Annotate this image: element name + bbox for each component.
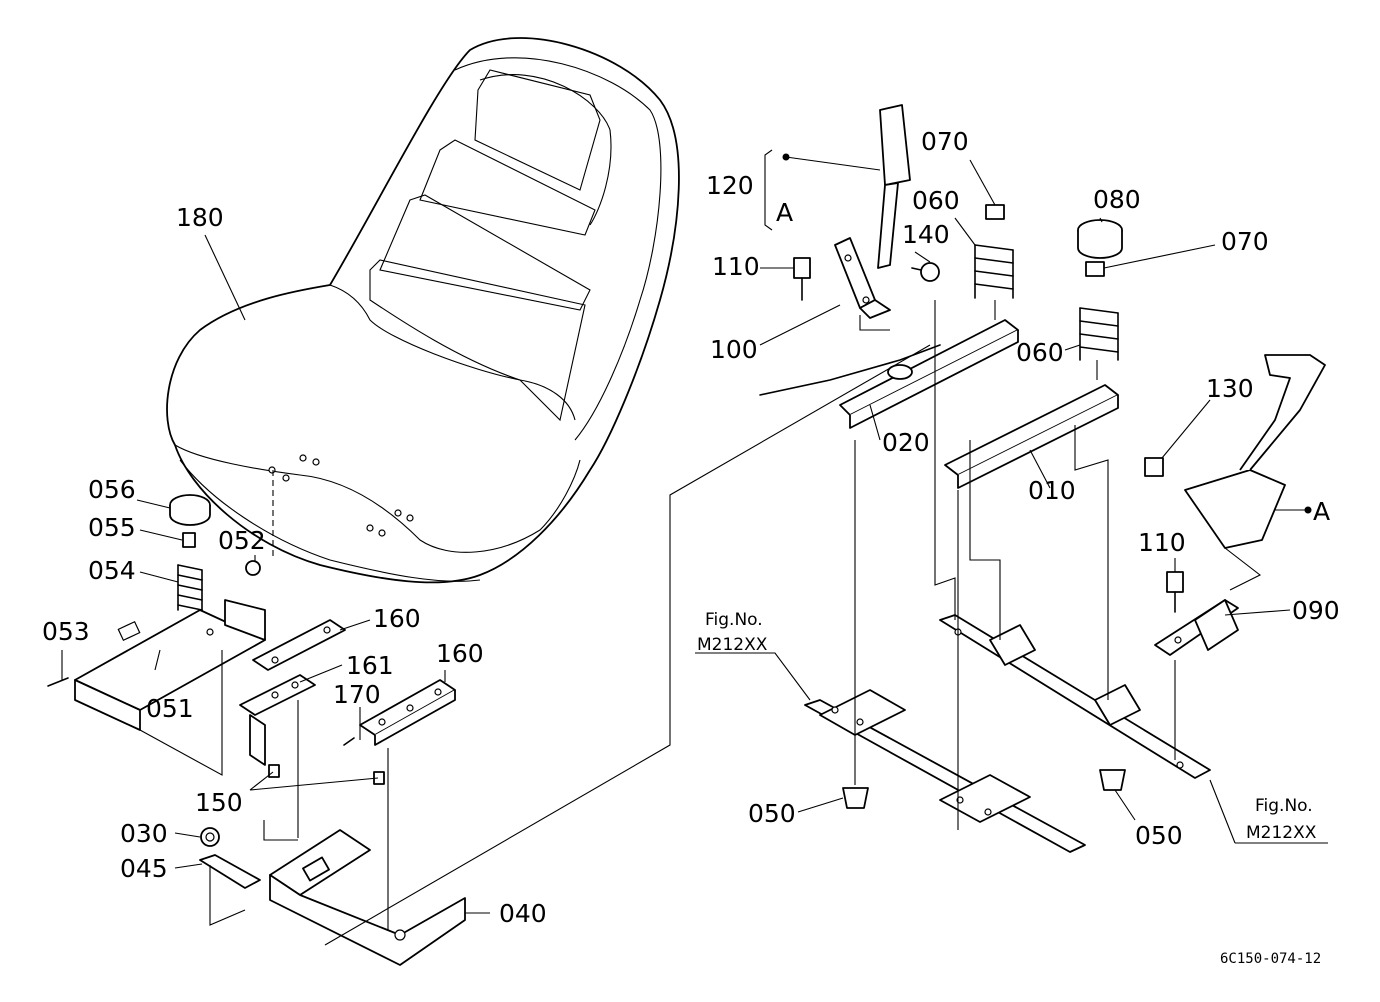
label-a-lower: A [1313, 497, 1330, 526]
label-160-upper: 160 [373, 604, 421, 633]
spring-054 [177, 564, 203, 611]
seat-belt-buckle-120 [764, 104, 911, 269]
label-045: 045 [120, 854, 168, 883]
bolt-140 [911, 262, 940, 282]
plate-045 [199, 854, 261, 889]
label-040: 040 [499, 899, 547, 928]
bolt-110b [1166, 571, 1184, 613]
plate-160b [359, 679, 456, 746]
label-070-upper: 070 [921, 127, 969, 156]
label-060-upper: 060 [912, 186, 960, 215]
part-labels: 180 056 055 054 053 052 051 160 161 160 … [42, 127, 1340, 928]
pin-052 [245, 560, 261, 576]
fig-ref-right-line1: Fig.No. [1255, 796, 1313, 816]
slide-rail-020 [759, 319, 1019, 429]
nut-030 [200, 827, 220, 847]
label-150: 150 [195, 788, 243, 817]
nut-055 [182, 532, 196, 548]
floor-rail-right [939, 614, 1211, 779]
leader-lines-left [139, 344, 931, 946]
cap-056 [169, 494, 211, 526]
label-051: 051 [146, 694, 194, 723]
bracket-051 [74, 599, 266, 731]
label-010: 010 [1028, 476, 1076, 505]
pin-170 [343, 737, 355, 746]
nut-050a [842, 787, 869, 809]
label-leaders [61, 156, 1328, 914]
label-055: 055 [88, 513, 136, 542]
label-070-lower: 070 [1221, 227, 1269, 256]
bolt-110a [793, 257, 811, 301]
label-161: 161 [346, 651, 394, 680]
slide-rail-010 [944, 384, 1119, 489]
cap-080 [1077, 219, 1123, 259]
drawing-code: 6C150-074-12 [1220, 951, 1321, 967]
label-053: 053 [42, 617, 90, 646]
base-bracket-040 [269, 829, 466, 966]
spring-060a [974, 244, 1014, 299]
pin-053 [47, 677, 69, 687]
figure-references: Fig.No. M212XX Fig.No. M212XX [697, 610, 1317, 843]
label-020: 020 [882, 428, 930, 457]
label-110-lower: 110 [1138, 528, 1186, 557]
label-120: 120 [706, 171, 754, 200]
label-160-lower: 160 [436, 639, 484, 668]
bracket-100 [834, 237, 891, 319]
label-050-left: 050 [748, 799, 796, 828]
label-080: 080 [1093, 185, 1141, 214]
label-060-lower: 060 [1016, 338, 1064, 367]
leader-lines-right [854, 300, 1262, 830]
bracket-161 [239, 674, 316, 766]
label-030: 030 [120, 819, 168, 848]
label-140: 140 [902, 220, 950, 249]
label-a-upper: A [776, 198, 793, 227]
nut-070a [985, 204, 1005, 220]
floor-rail-left [804, 689, 1086, 853]
label-180: 180 [176, 203, 224, 232]
label-130: 130 [1206, 374, 1254, 403]
fig-ref-left-line1: Fig.No. [705, 610, 763, 630]
belt-retractor-130 [1144, 354, 1326, 549]
label-100: 100 [710, 335, 758, 364]
plate-160a [252, 619, 346, 671]
bolts-150 [268, 764, 385, 785]
fig-ref-left-line2: M212XX [697, 635, 768, 655]
label-090: 090 [1292, 596, 1340, 625]
fig-ref-right-line2: M212XX [1246, 823, 1317, 843]
bracket-090 [1154, 599, 1239, 656]
label-050-right: 050 [1135, 821, 1183, 850]
label-054: 054 [88, 556, 136, 585]
label-052: 052 [218, 526, 266, 555]
label-170: 170 [333, 680, 381, 709]
nut-070b [1085, 261, 1105, 277]
label-056: 056 [88, 475, 136, 504]
spring-060b [1079, 307, 1119, 361]
nut-050b [1099, 769, 1126, 791]
seat-180 [166, 37, 680, 584]
label-110-upper: 110 [712, 252, 760, 281]
